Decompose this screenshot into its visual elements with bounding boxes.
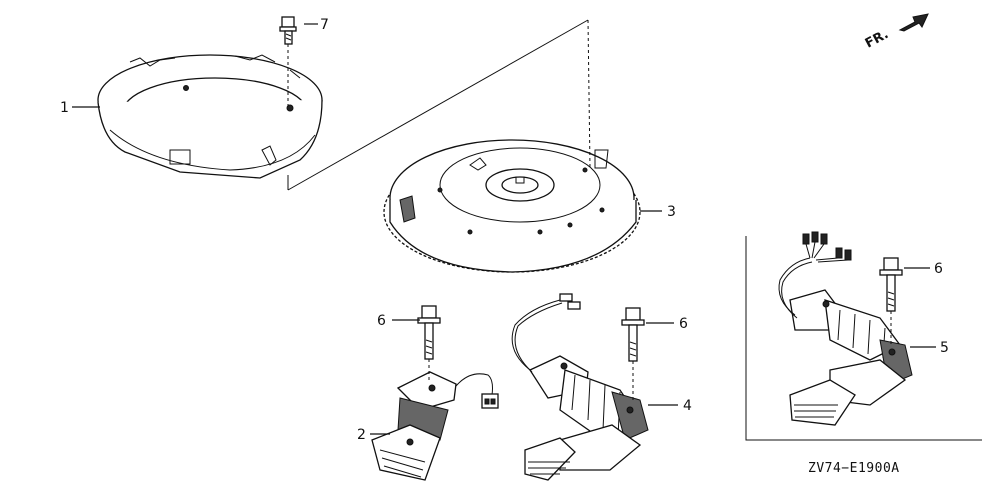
callout-6-middle: 6 bbox=[679, 316, 688, 332]
bolt-6-middle-icon bbox=[621, 307, 645, 400]
fan-cover-shroud bbox=[97, 54, 323, 179]
callout-2: 2 bbox=[357, 427, 366, 443]
callout-6-right: 6 bbox=[934, 261, 943, 277]
front-arrow-icon bbox=[898, 13, 929, 32]
inset-frame bbox=[745, 236, 982, 441]
flywheel bbox=[383, 139, 641, 273]
callout-7: 7 bbox=[320, 17, 329, 33]
bolt-6-right-icon bbox=[879, 257, 903, 345]
front-direction-indicator: FR. bbox=[863, 13, 929, 52]
direction-label: FR. bbox=[863, 27, 891, 52]
callout-3: 3 bbox=[667, 204, 676, 220]
alignment-lines bbox=[287, 19, 591, 191]
alternator-coil bbox=[778, 231, 913, 426]
bolt-6-left-icon bbox=[417, 305, 441, 382]
charge-coil bbox=[371, 371, 499, 481]
callout-1: 1 bbox=[60, 100, 69, 116]
callout-5: 5 bbox=[940, 340, 949, 356]
exciter-coil bbox=[511, 293, 649, 481]
diagram-code: ZV74−E1900A bbox=[808, 461, 900, 476]
bolt-7-icon bbox=[279, 16, 297, 108]
callout-6-left: 6 bbox=[377, 313, 386, 329]
callout-4: 4 bbox=[683, 398, 692, 414]
leader-lines bbox=[72, 23, 936, 435]
